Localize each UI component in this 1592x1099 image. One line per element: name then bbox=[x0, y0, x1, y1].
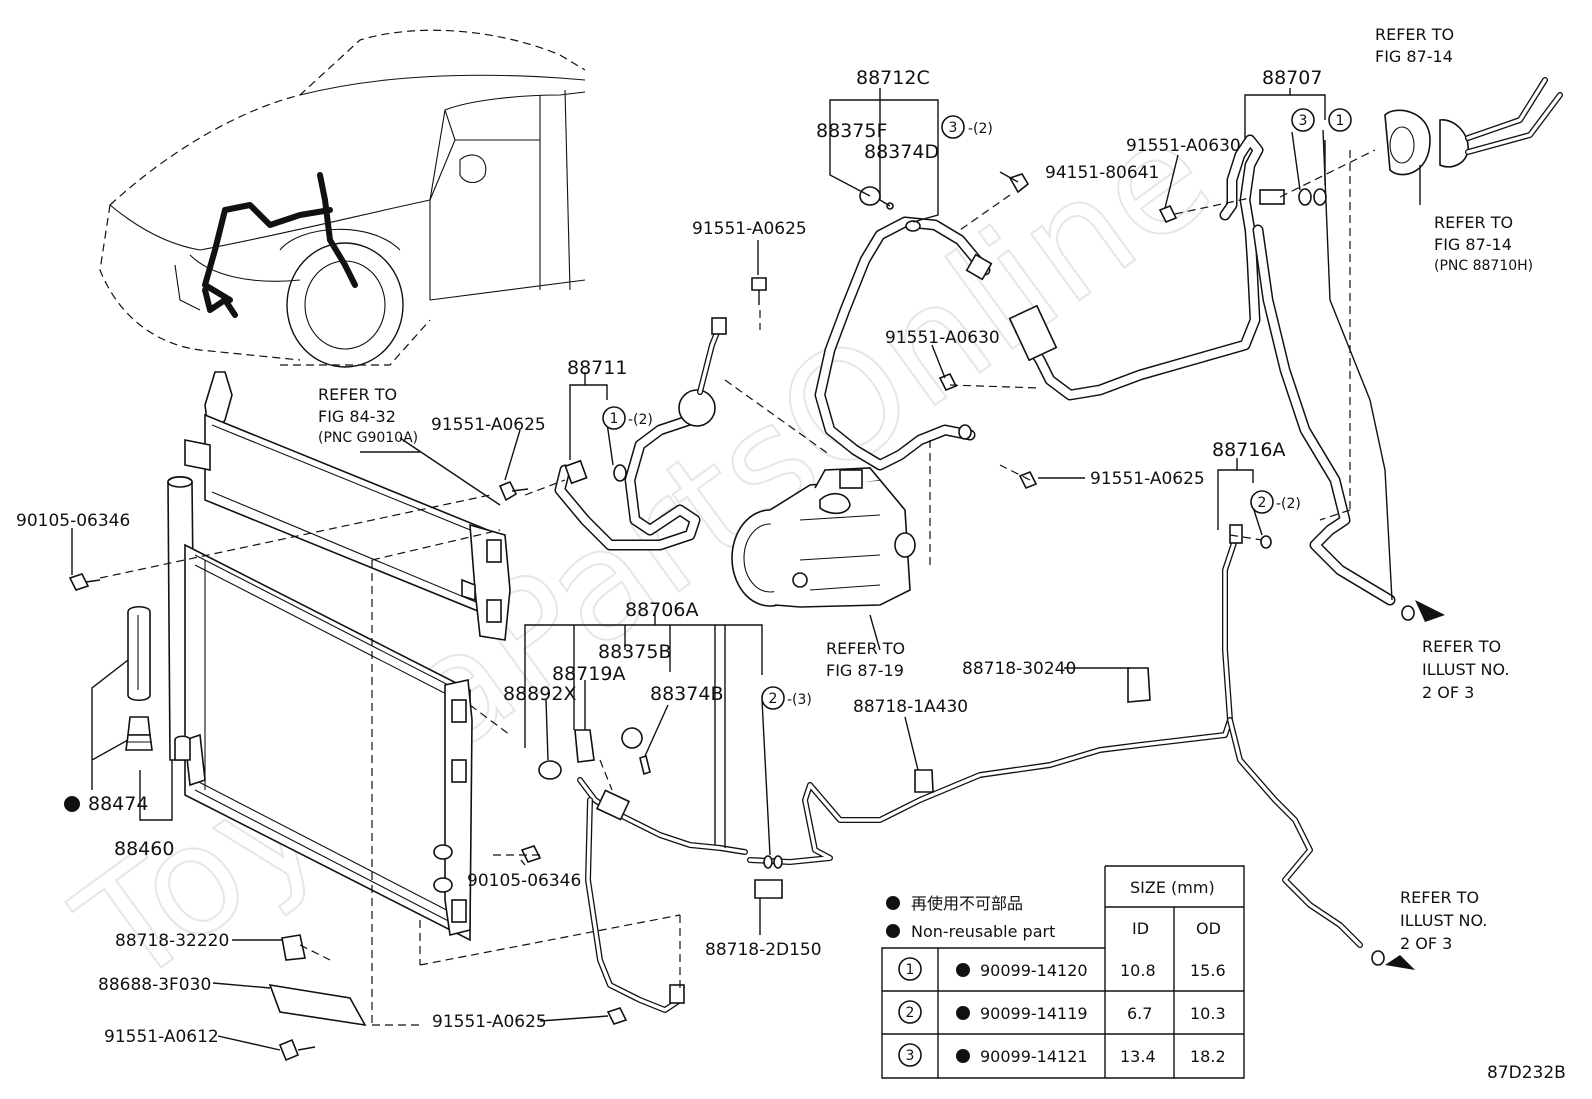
svg-text:-(2): -(2) bbox=[628, 412, 653, 428]
row-part: 90099-14120 bbox=[980, 961, 1088, 980]
callout-88712C[interactable]: 88712C bbox=[856, 67, 930, 89]
bolt-94151-80641 bbox=[1008, 173, 1030, 194]
svg-text:1: 1 bbox=[1336, 113, 1345, 129]
callout-90105-06346-bot[interactable]: 90105-06346 bbox=[467, 871, 581, 891]
callout-91551-A0630-top[interactable]: 91551-A0630 bbox=[1126, 136, 1241, 156]
svg-text:-(2): -(2) bbox=[968, 121, 993, 137]
refer-fig-87-14-right[interactable]: REFER TO FIG 87-14 (PNC 88710H) bbox=[1434, 213, 1533, 274]
continuation-arrows bbox=[1385, 600, 1445, 970]
row-part: 90099-14121 bbox=[980, 1047, 1088, 1066]
svg-text:-(3): -(3) bbox=[787, 692, 812, 708]
callout-91551-A0625-bot[interactable]: 91551-A0625 bbox=[432, 1012, 547, 1032]
svg-text:1: 1 bbox=[906, 962, 915, 978]
ring-ref-88711 bbox=[602, 406, 626, 430]
callout-91551-A0625-left[interactable]: 91551-A0625 bbox=[431, 415, 546, 435]
o-ring-88707-1 bbox=[1313, 188, 1327, 206]
refer-fig-87-14-top[interactable]: REFER TO FIG 87-14 bbox=[1375, 25, 1459, 66]
refer-illust-top[interactable]: REFER TO ILLUST NO. 2 OF 3 bbox=[1422, 637, 1515, 702]
svg-text:10.3: 10.3 bbox=[1190, 1004, 1226, 1023]
size-header: SIZE (mm) bbox=[1130, 878, 1215, 897]
table-row: 2 90099-14119 6.7 10.3 bbox=[898, 1000, 1226, 1024]
callout-88719A[interactable]: 88719A bbox=[552, 663, 625, 685]
svg-text:10.8: 10.8 bbox=[1120, 961, 1156, 980]
size-table: SIZE (mm) ID OD 1 90099-14120 10.8 15.6 … bbox=[881, 865, 1245, 1079]
ring-ref-88706A bbox=[761, 686, 785, 710]
ring-ref-88712C bbox=[941, 115, 965, 139]
receiver-strip bbox=[125, 605, 153, 751]
condenser-88460 bbox=[167, 475, 473, 942]
callouts: 88712C 88375F 88374D 88707 91551-A0630 9… bbox=[16, 67, 1322, 1047]
callout-91551-A0625-top[interactable]: 91551-A0625 bbox=[692, 219, 807, 239]
svg-text:3: 3 bbox=[949, 120, 958, 136]
svg-text:18.2: 18.2 bbox=[1190, 1047, 1226, 1066]
callout-91551-A0612[interactable]: 91551-A0612 bbox=[104, 1027, 219, 1047]
liquid-tube-88716A bbox=[747, 524, 1363, 948]
legend: 再使用不可部品 Non-reusable part bbox=[886, 894, 1055, 941]
svg-text:3: 3 bbox=[906, 1048, 915, 1064]
callout-88374B[interactable]: 88374B bbox=[650, 683, 723, 705]
callout-88460[interactable]: 88460 bbox=[114, 838, 174, 860]
watermark: ToyotaPartsOnline bbox=[48, 86, 1241, 1019]
callout-91551-A0625-right[interactable]: 91551-A0625 bbox=[1090, 469, 1205, 489]
svg-text:13.4: 13.4 bbox=[1120, 1047, 1156, 1066]
ring-ref-88707-1 bbox=[1328, 108, 1352, 132]
legend-bullet-icon bbox=[886, 896, 900, 910]
o-ring-88711 bbox=[613, 464, 627, 482]
refer-fig-87-19[interactable]: REFER TO FIG 87-19 bbox=[826, 639, 910, 680]
callout-88718-2D150[interactable]: 88718-2D150 bbox=[705, 940, 822, 960]
callout-88375F[interactable]: 88375F bbox=[816, 120, 887, 142]
svg-text:3: 3 bbox=[1299, 113, 1308, 129]
non-reusable-bullet-icon bbox=[64, 796, 80, 812]
suction-hose-88712C bbox=[814, 216, 993, 471]
svg-text:2: 2 bbox=[906, 1005, 915, 1021]
callout-88892X[interactable]: 88892X bbox=[503, 683, 576, 705]
table-row: 1 90099-14120 10.8 15.6 bbox=[898, 957, 1226, 981]
ring-references: 3 -(2) 1 -(2) 2 -(2) 2 -(3) 3 1 bbox=[602, 108, 1352, 710]
col-od: OD bbox=[1196, 919, 1221, 938]
callout-88375B[interactable]: 88375B bbox=[598, 641, 671, 663]
discharge-hose-88711 bbox=[554, 317, 727, 551]
callout-88474[interactable]: 88474 bbox=[88, 793, 148, 815]
compressor-reference bbox=[731, 467, 916, 608]
callout-88718-30240[interactable]: 88718-30240 bbox=[962, 659, 1076, 679]
row-part: 90099-14119 bbox=[980, 1004, 1088, 1023]
callout-88716A[interactable]: 88716A bbox=[1212, 439, 1285, 461]
callout-88718-1A430[interactable]: 88718-1A430 bbox=[853, 697, 968, 717]
legend-jp: 再使用不可部品 bbox=[911, 894, 1023, 913]
ring-ref-88707-3 bbox=[1291, 108, 1315, 132]
svg-text:2: 2 bbox=[769, 691, 778, 707]
callout-88707[interactable]: 88707 bbox=[1262, 67, 1322, 89]
svg-text:2: 2 bbox=[1258, 495, 1267, 511]
refer-notes: REFER TO FIG 87-14 REFER TO FIG 87-14 (P… bbox=[318, 25, 1533, 953]
legend-en: Non-reusable part bbox=[911, 922, 1055, 941]
callout-90105-06346-top[interactable]: 90105-06346 bbox=[16, 511, 130, 531]
o-ring-88716A bbox=[1260, 535, 1272, 549]
callout-94151-80641[interactable]: 94151-80641 bbox=[1045, 163, 1159, 183]
leader-lines bbox=[71, 88, 1421, 1051]
callout-88706A[interactable]: 88706A bbox=[625, 599, 698, 621]
svg-text:-(2): -(2) bbox=[1276, 496, 1301, 512]
callout-88374D[interactable]: 88374D bbox=[864, 141, 939, 163]
legend-bullet-icon bbox=[886, 924, 900, 938]
col-id: ID bbox=[1132, 919, 1149, 938]
suction-pipe-88707 bbox=[1008, 134, 1396, 606]
liquid-tube-88706A bbox=[577, 777, 748, 1013]
radiator-reference bbox=[184, 371, 511, 641]
callout-88711[interactable]: 88711 bbox=[567, 357, 627, 379]
table-row: 3 90099-14121 13.4 18.2 bbox=[898, 1043, 1226, 1067]
svg-text:15.6: 15.6 bbox=[1190, 961, 1226, 980]
callout-91551-A0630-mid[interactable]: 91551-A0630 bbox=[885, 328, 1000, 348]
refer-fig-84-32[interactable]: REFER TO FIG 84-32 (PNC G9010A) bbox=[318, 385, 418, 446]
ring-ref-88716A bbox=[1250, 490, 1274, 514]
svg-text:1: 1 bbox=[610, 411, 619, 427]
callout-88688-3F030[interactable]: 88688-3F030 bbox=[98, 975, 211, 995]
vehicle-outline-icon bbox=[99, 29, 586, 368]
svg-text:6.7: 6.7 bbox=[1127, 1004, 1152, 1023]
o-ring-88707-3 bbox=[1298, 188, 1312, 206]
refer-illust-bot[interactable]: REFER TO ILLUST NO. 2 OF 3 bbox=[1400, 888, 1493, 953]
callout-88718-32220[interactable]: 88718-32220 bbox=[115, 931, 229, 951]
figure-code: 87D232B bbox=[1487, 1063, 1566, 1083]
